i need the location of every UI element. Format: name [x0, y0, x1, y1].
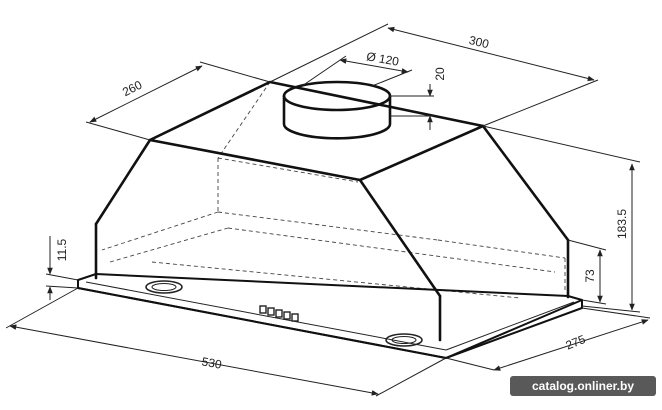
- dim-depth-top: 260: [120, 78, 144, 100]
- dim-duct-height: 20: [433, 67, 447, 81]
- control-button-icon: [267, 307, 275, 316]
- left-light-icon: [145, 280, 183, 294]
- control-button-icon: [259, 305, 267, 314]
- dim-flange-height: 11.5: [55, 238, 69, 261]
- hidden-edges: [101, 81, 566, 299]
- right-light-icon: [385, 333, 423, 347]
- dimension-labels: 260 300 Ø 120 20 183.5 73 11.5 530 275: [55, 33, 629, 372]
- hood-body: [94, 80, 570, 342]
- control-button-icon: [275, 309, 283, 318]
- dimension-lines: [5, 23, 651, 397]
- dim-total-width: 530: [201, 354, 223, 371]
- watermark-text: catalog.onliner.by: [532, 379, 634, 393]
- control-buttons: [259, 305, 299, 322]
- dim-width-top: 300: [468, 33, 491, 52]
- base-plate: [77, 273, 583, 359]
- duct-collar: [282, 80, 392, 140]
- dim-body-height: 183.5: [615, 209, 629, 239]
- dim-front-height: 73: [583, 269, 597, 283]
- watermark: catalog.onliner.by: [510, 376, 656, 396]
- dim-total-depth: 275: [564, 332, 588, 353]
- control-button-icon: [291, 313, 299, 322]
- control-button-icon: [283, 311, 291, 320]
- lights: [145, 280, 423, 347]
- dim-duct-diameter: Ø 120: [365, 49, 400, 69]
